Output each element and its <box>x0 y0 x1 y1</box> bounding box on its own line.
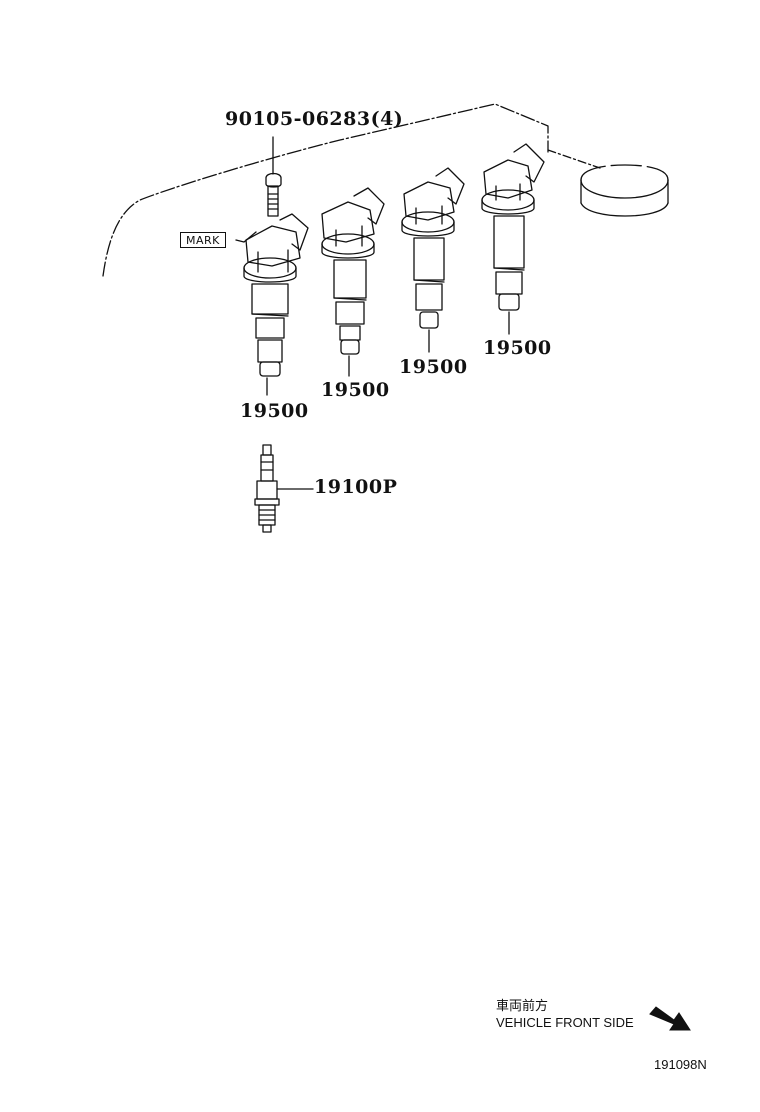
mark-leader-line <box>235 231 257 243</box>
spark-plug-icon <box>254 444 280 533</box>
vehicle-front-english: VEHICLE FRONT SIDE <box>496 1015 634 1030</box>
cylinder-disc-icon <box>580 164 669 217</box>
figure-number: 191098N <box>654 1057 707 1072</box>
spark-plug-part-number: 19100P <box>314 476 398 498</box>
engine-outline <box>102 103 549 277</box>
bolt-part-number: 90105-06283(4) <box>225 108 404 130</box>
mark-label: MARK <box>180 232 226 248</box>
coil-3-part-number: 19500 <box>399 356 468 378</box>
coil-1-part-number: 19500 <box>240 400 309 422</box>
vehicle-front-arrow-icon <box>649 1006 691 1031</box>
vehicle-front-japanese: 車両前方 <box>496 998 549 1013</box>
ignition-coil-3-icon <box>401 167 465 353</box>
ignition-coil-2-icon <box>321 187 385 377</box>
coil-4-part-number: 19500 <box>483 337 552 359</box>
coil-2-part-number: 19500 <box>321 379 390 401</box>
ignition-coil-4-icon <box>481 143 545 335</box>
vehicle-front-note: 車両前方 VEHICLE FRONT SIDE <box>496 997 634 1031</box>
engine-leader-line <box>547 149 601 169</box>
bolt-icon <box>265 172 282 217</box>
ignition-coil-1-icon <box>243 213 309 396</box>
